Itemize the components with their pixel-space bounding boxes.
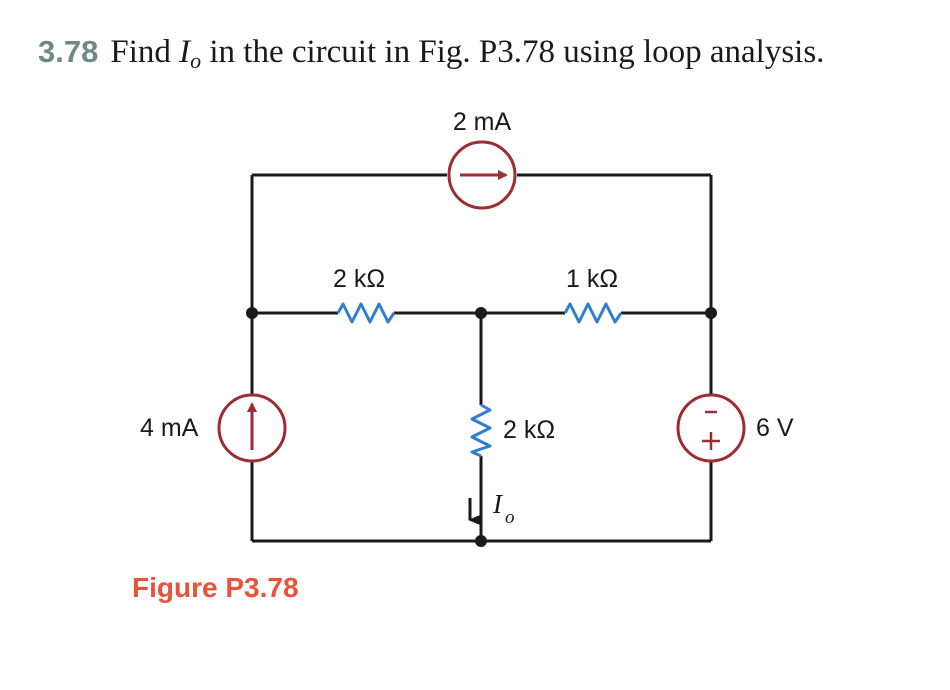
problem-variable: I (179, 34, 191, 70)
node-center (475, 307, 487, 319)
middle-resistor-icon (470, 403, 492, 458)
right-resistor-label: 1 kΩ (566, 265, 618, 293)
output-current-sub: o (505, 507, 515, 528)
problem-text-after: in the circuit in Fig. P3.78 using loop … (201, 34, 825, 70)
top-current-source (447, 140, 517, 210)
left-current-source (217, 393, 287, 463)
left-resistor-icon (336, 302, 396, 324)
voltage-source (676, 393, 746, 463)
problem-statement: 3.78 Find Io in the circuit in Fig. P3.78… (38, 34, 825, 73)
junction-nodes (246, 307, 717, 547)
voltage-source-circle (676, 393, 746, 463)
output-current-label: I (492, 489, 504, 519)
problem-variable-sub: o (190, 48, 202, 73)
left-resistor-label: 2 kΩ (333, 265, 385, 293)
node-right (705, 307, 717, 319)
problem-number: 3.78 (38, 34, 99, 69)
node-bottom (475, 535, 487, 547)
top-current-source-label: 2 mA (453, 108, 512, 136)
left-current-source-label: 4 mA (140, 414, 199, 442)
right-resistor-icon (563, 302, 623, 324)
figure-caption: Figure P3.78 (132, 572, 299, 603)
voltage-source-label: 6 V (756, 414, 794, 442)
middle-resistor-label: 2 kΩ (503, 416, 555, 444)
node-left (246, 307, 258, 319)
circuit-wires (250, 173, 713, 543)
problem-text-before: Find (110, 34, 180, 70)
